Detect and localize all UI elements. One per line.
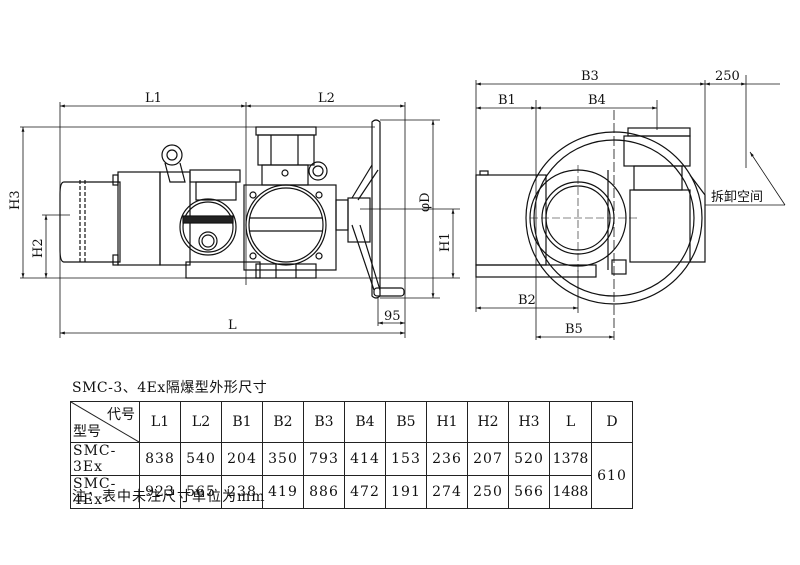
value-cell: 923 [139, 475, 181, 509]
value-cell: 886 [303, 475, 345, 509]
value-cell: 1488 [549, 475, 592, 509]
table-row: SMC-4Ex 923 565 238 419 886 472 191 274 … [70, 475, 633, 509]
value-cell: 1378 [549, 442, 592, 476]
value-cell: 566 [508, 475, 550, 509]
header-cell: H3 [508, 401, 550, 443]
header-cell: L [549, 401, 592, 443]
label-95: 95 [384, 309, 401, 324]
engineering-drawing: L1 L2 L 95 H3 H2 φD H1 [8, 69, 786, 340]
front-view [20, 102, 460, 338]
header-cell: H1 [426, 401, 468, 443]
value-cell: 153 [385, 442, 427, 476]
header-cell: H2 [467, 401, 509, 443]
label-H3: H3 [8, 190, 23, 210]
value-cell: 793 [303, 442, 345, 476]
label-L: L [228, 318, 237, 333]
header-cell: L1 [139, 401, 181, 443]
header-cell: B3 [303, 401, 345, 443]
model-cell: SMC-3Ex [70, 442, 140, 476]
label-clearance-note: 拆卸空间 [711, 189, 763, 205]
value-cell: 414 [344, 442, 386, 476]
value-cell: 250 [467, 475, 509, 509]
value-cell: 472 [344, 475, 386, 509]
table-header-row: 代号 型号 L1 L2 B1 B2 B3 B4 B5 H1 H2 H3 L D [70, 401, 633, 443]
header-cell: B2 [262, 401, 304, 443]
label-L1: L1 [145, 91, 162, 106]
value-cell: 838 [139, 442, 181, 476]
header-cell: B4 [344, 401, 386, 443]
side-view [475, 75, 786, 340]
label-B2: B2 [518, 293, 536, 308]
table-corner-cell: 代号 型号 [70, 401, 140, 443]
label-B4: B4 [588, 93, 606, 108]
brand-logo [182, 215, 234, 224]
table-row: SMC-3Ex 838 540 204 350 793 414 153 236 … [70, 442, 633, 509]
label-250: 250 [715, 69, 740, 84]
header-cell: B1 [221, 401, 263, 443]
value-cell: 350 [262, 442, 304, 476]
value-cell: 207 [467, 442, 509, 476]
table-caption: SMC-3、4Ex隔爆型外形尺寸 [72, 380, 268, 396]
value-cell: 191 [385, 475, 427, 509]
header-cell: L2 [180, 401, 222, 443]
value-cell: 204 [221, 442, 263, 476]
corner-code-label: 代号 [107, 407, 135, 423]
label-D: φD [418, 192, 433, 212]
corner-model-label: 型号 [73, 424, 101, 440]
value-cell: 419 [262, 475, 304, 509]
dimension-table: 代号 型号 L1 L2 B1 B2 B3 B4 B5 H1 H2 H3 L D … [70, 401, 633, 509]
label-B1: B1 [498, 93, 516, 108]
value-cell: 236 [426, 442, 468, 476]
value-cell: 274 [426, 475, 468, 509]
units-note: 注：表中未注尺寸单位为mm [72, 489, 266, 505]
header-cell: B5 [385, 401, 427, 443]
label-B5: B5 [565, 322, 583, 337]
label-H1: H1 [438, 232, 453, 252]
label-B3: B3 [581, 69, 599, 84]
value-cell: 540 [180, 442, 222, 476]
value-cell: 238 [221, 475, 263, 509]
label-L2: L2 [318, 91, 335, 106]
value-cell: 520 [508, 442, 550, 476]
label-H2: H2 [31, 238, 46, 258]
header-cell: D [591, 401, 633, 443]
value-cell: 565 [180, 475, 222, 509]
shared-D-cell: 610 [591, 442, 633, 509]
model-cell: SMC-4Ex [70, 475, 140, 509]
